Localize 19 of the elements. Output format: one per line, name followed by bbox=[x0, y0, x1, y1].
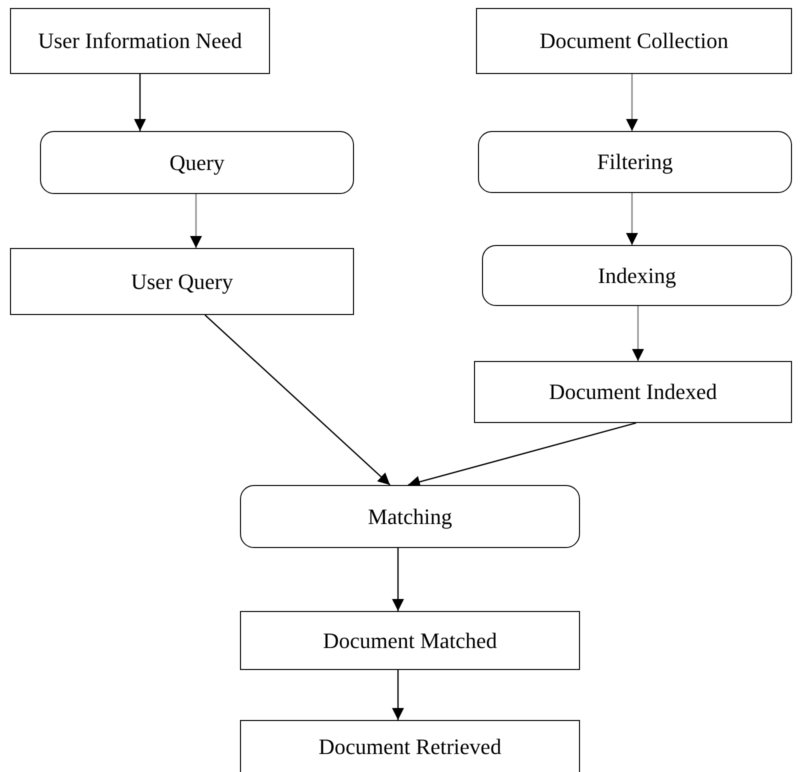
rounded-process-box: Matching bbox=[240, 485, 580, 548]
arrow bbox=[392, 670, 404, 720]
process-box: User Information Need bbox=[10, 8, 270, 74]
rounded-process-box: Indexing bbox=[482, 245, 792, 306]
process-box: Document Collection bbox=[476, 8, 792, 74]
process-box: Document Retrieved bbox=[240, 720, 580, 772]
arrow bbox=[632, 306, 644, 361]
process-box: Document Matched bbox=[240, 611, 580, 670]
process-box: Document Indexed bbox=[474, 361, 792, 423]
process-box: User Query bbox=[10, 248, 354, 315]
arrow bbox=[392, 548, 404, 611]
rounded-process-box: Query bbox=[40, 131, 354, 194]
rounded-process-box: Filtering bbox=[478, 131, 792, 193]
arrow bbox=[204, 314, 390, 486]
arrow bbox=[408, 422, 636, 488]
arrow bbox=[190, 194, 202, 248]
arrow bbox=[134, 74, 146, 131]
arrow bbox=[626, 74, 638, 131]
arrow bbox=[626, 193, 638, 245]
